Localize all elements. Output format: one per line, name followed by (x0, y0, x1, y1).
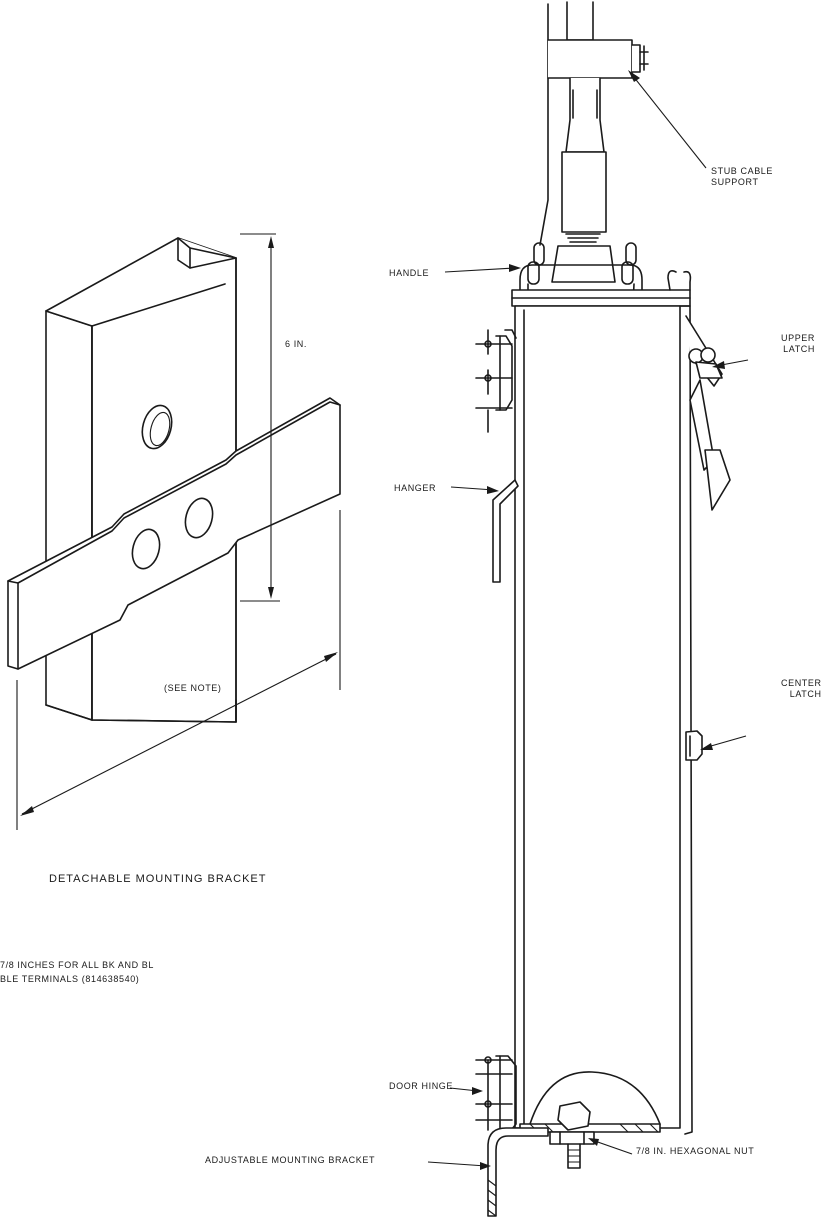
note-line-1: 7/8 INCHES FOR ALL BK AND BL (0, 960, 155, 970)
label-door-hinge: DOOR HINGE (389, 1081, 454, 1091)
note-line-2: BLE TERMINALS (814638540) (0, 974, 140, 984)
label-adjustable-mounting-bracket: ADJUSTABLE MOUNTING BRACKET (205, 1155, 376, 1165)
label-stub-cable-support: STUB CABLE SUPPORT (711, 166, 774, 187)
label-see-note: (SEE NOTE) (164, 683, 222, 693)
detachable-mounting-bracket-drawing (7, 233, 341, 830)
label-hex-nut: 7/8 IN. HEXAGONAL NUT (636, 1146, 755, 1156)
label-hanger: HANGER (394, 483, 437, 493)
detachable-bracket-title: DETACHABLE MOUNTING BRACKET (49, 873, 267, 885)
label-center-latch: CENTER LATCH (781, 678, 822, 699)
label-upper-latch: UPPER LATCH (781, 333, 816, 354)
terminal-assembly-drawing (475, 1, 731, 1217)
label-handle: HANDLE (389, 268, 430, 278)
label-dimension-6in: 6 IN. (285, 339, 308, 349)
leader-lines (427, 70, 749, 1170)
